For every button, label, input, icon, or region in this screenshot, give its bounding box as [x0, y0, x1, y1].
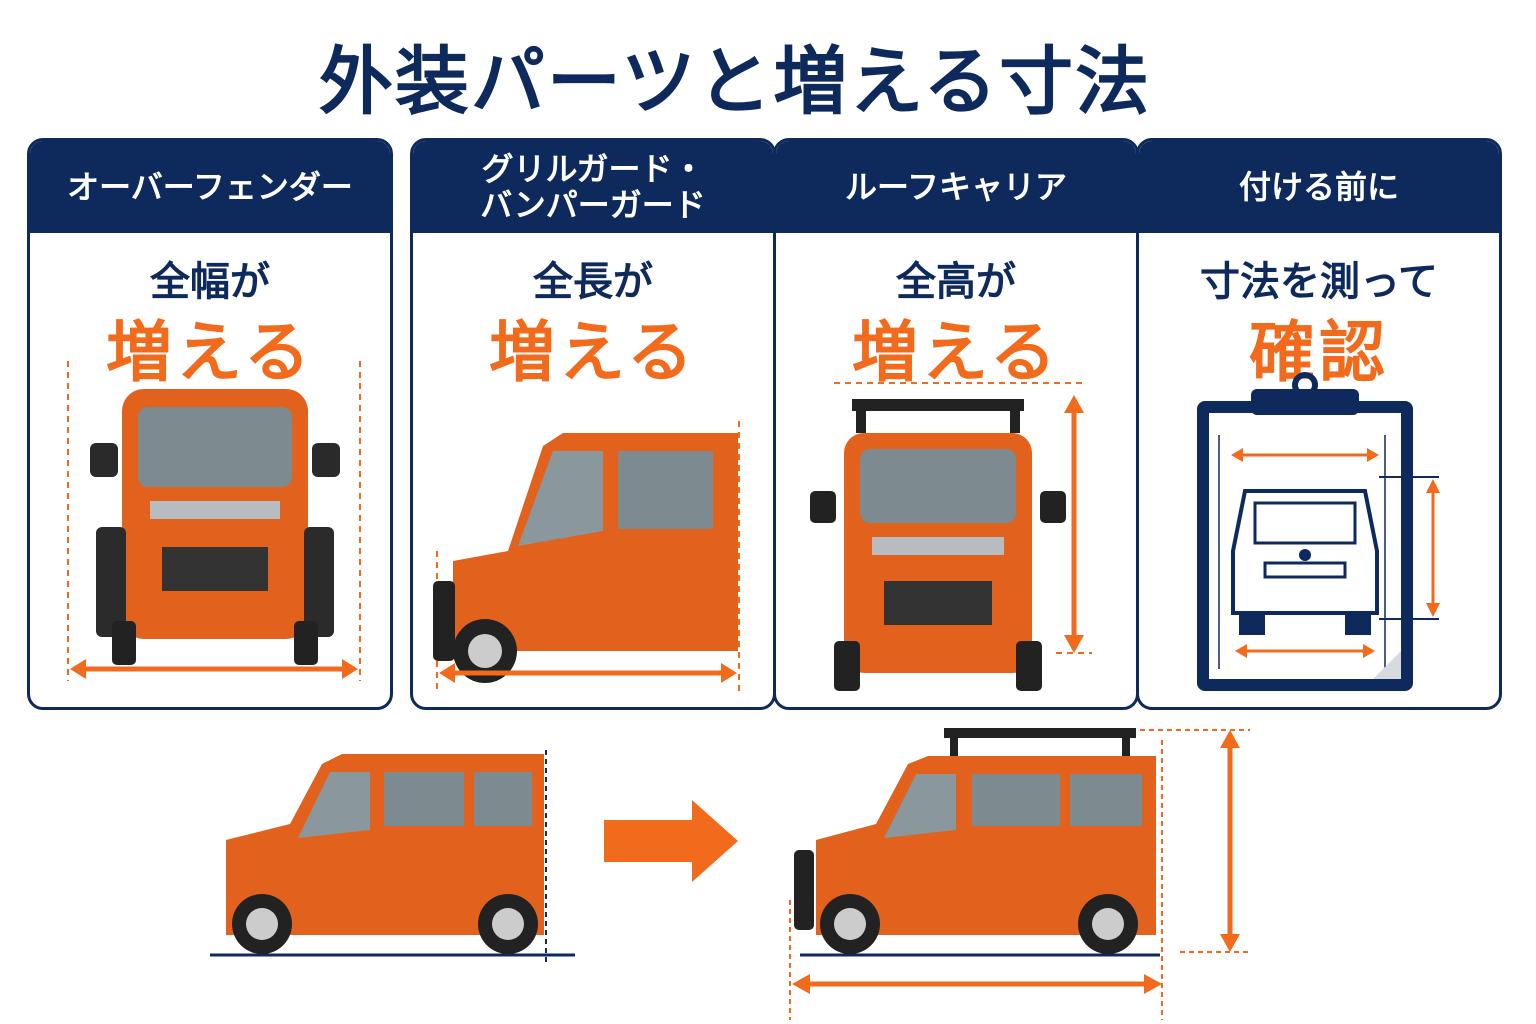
van-side-stock-icon — [210, 750, 575, 965]
card-header-text: グリルガード・ — [481, 150, 705, 188]
card-header-text: 付ける前に — [1238, 168, 1399, 206]
card-over-fender: オーバーフェンダー 全幅が 増える — [27, 138, 393, 710]
card-header: 付ける前に — [1139, 141, 1499, 233]
van-side-accessorized-icon — [789, 728, 1250, 1020]
card-header-text: ルーフキャリア — [844, 168, 1068, 206]
van-front-icon — [67, 361, 361, 681]
card-header: ルーフキャリア — [776, 141, 1136, 233]
card-header-text: オーバーフェンダー — [67, 168, 353, 206]
card-line1: 全幅が — [150, 259, 270, 305]
van-front-roof-rack-icon — [810, 382, 1092, 691]
card-line2: 増える — [105, 314, 315, 391]
van-side-icon — [433, 421, 740, 691]
card-line2: 確認 — [1249, 314, 1389, 391]
arrow-right-icon — [604, 800, 738, 882]
card-header: グリルガード・ バンパーガード — [413, 141, 773, 233]
card-header-text: バンパーガード — [480, 186, 706, 224]
card-line1: 全高が — [896, 259, 1016, 305]
card-measure-first: 付ける前に 寸法を測って 確認 — [1136, 138, 1502, 710]
card-line2: 増える — [488, 314, 698, 391]
clipboard-measure-icon — [1197, 372, 1440, 691]
card-roof-carrier: ルーフキャリア 全高が 増える — [773, 138, 1139, 710]
card-line1: 寸法を測って — [1200, 259, 1438, 305]
card-line2: 増える — [851, 314, 1061, 391]
page-title: 外装パーツと増える寸法 — [318, 39, 1152, 125]
comparison-illustration — [210, 728, 1250, 1020]
card-header: オーバーフェンダー — [30, 141, 390, 233]
card-grille-guard: グリルガード・ バンパーガード 全長が 増える — [410, 138, 776, 710]
card-line1: 全長が — [533, 259, 653, 305]
